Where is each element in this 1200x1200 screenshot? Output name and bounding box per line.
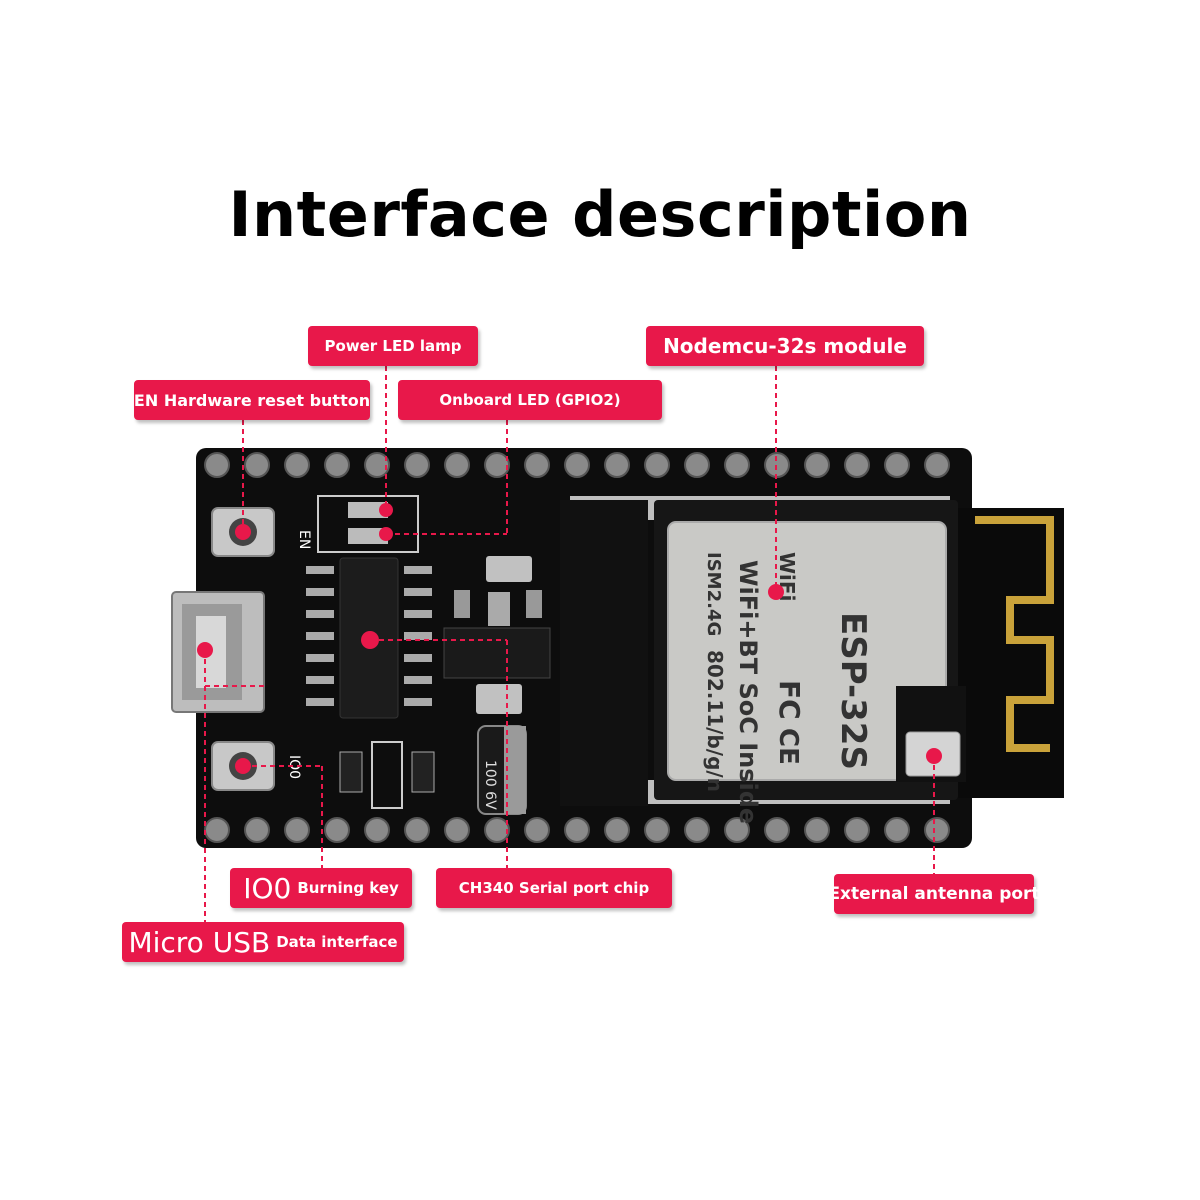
io0-silkscreen: IO0 [286,755,302,779]
label-micro-usb: Micro USB Data interface [122,922,404,962]
label-io0-small: Burning key [297,879,399,897]
cap-silkscreen: 100 6V [482,760,498,810]
en-silkscreen: EN [296,530,312,549]
label-ch340-chip: CH340 Serial port chip [436,868,672,908]
label-onboard-led: Onboard LED (GPIO2) [398,380,662,420]
antenna-trace [975,516,1054,752]
label-io0-big: IO0 [243,871,292,905]
marker-dots [197,503,942,774]
module-line3: ISM2.4G [703,552,724,636]
fc-logo-text: FC [773,680,806,720]
page-title: Interface description [228,178,972,251]
label-nodemcu-module: Nodemcu-32s module [646,326,924,366]
voltage-regulator [443,627,551,679]
label-power-led: Power LED lamp [308,326,478,366]
module-shield [667,521,947,781]
label-usb-small: Data interface [276,933,398,951]
ce-logo-text: CE [773,728,803,765]
module-line2: 802.11/b/g/n [703,650,727,792]
module-line1: WiFi+BT SoC Inside [734,560,762,824]
label-en-reset-button: EN Hardware reset button [134,380,370,420]
leader-lines [204,366,935,922]
label-usb-big: Micro USB [128,925,271,959]
bottom-pin-header [204,817,950,843]
label-external-antenna: External antenna port [828,874,1040,914]
top-pin-header [204,452,950,478]
module-model: ESP-32S [833,612,873,770]
label-io0-burning-key: IO0 Burning key [230,868,412,908]
